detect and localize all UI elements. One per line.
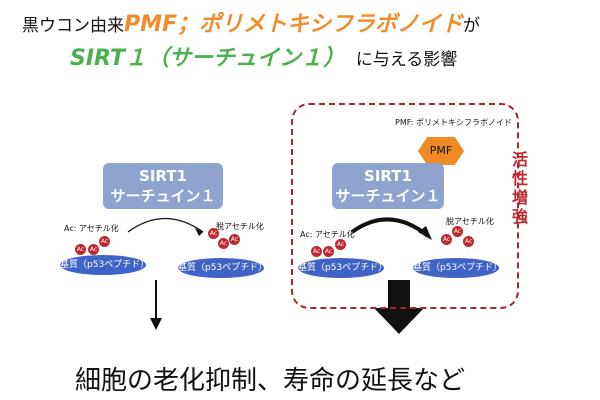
enhance-char: 活	[511, 150, 528, 169]
title-suffix: が	[463, 16, 481, 36]
ac-dot: Ac	[441, 234, 452, 245]
left-substrate-before: 基質（p53ペプチド）	[60, 255, 149, 275]
right-down-arrow	[388, 280, 410, 310]
ac-dot: Ac	[229, 234, 240, 245]
left-ac-label: Ac: アセチル化	[64, 224, 119, 233]
ac-dot: Ac	[463, 236, 474, 247]
left-deacetylation-arrow	[127, 217, 204, 233]
ac-dot: Ac	[88, 244, 99, 255]
left-down-arrowhead	[150, 318, 162, 330]
left-deac-label: 脱アセチル化	[216, 222, 264, 231]
enhance-char: 強	[511, 207, 528, 226]
right-substrate-before: 基質（p53ペプチド）	[298, 258, 387, 278]
right-sirt1-box: SIRT1 サーチュイン１	[332, 163, 444, 209]
right-substrate-after: 基質（p53ペプチド）	[413, 258, 502, 278]
ac-dot: Ac	[99, 236, 110, 247]
enhance-char: 増	[511, 188, 528, 207]
left-sirt1-box: SIRT1 サーチュイン１	[103, 163, 223, 209]
title-effect: に与える影響	[355, 50, 458, 70]
left-substrate-after: 基質（p53ペプチド）	[178, 258, 267, 278]
activity-enhanced-label: 活 性 増 強	[510, 150, 530, 226]
right-ac-label: Ac: アセチル化	[300, 230, 355, 239]
pmf-hexagon: PMF	[418, 137, 464, 165]
left-deacetylation-arrowhead	[195, 228, 203, 236]
title-line-2: SIRT１（サーチュイン１） に与える影響	[70, 40, 457, 72]
ac-dot: Ac	[218, 238, 229, 249]
ac-dot: Ac	[323, 246, 334, 257]
conclusion-text: 細胞の老化抑制、寿命の延長など	[75, 366, 466, 396]
title-sirt: SIRT１（サーチュイン１）	[70, 46, 345, 71]
ac-dot: Ac	[208, 228, 219, 239]
title-pmf: PMF；ポリメトキシフラボノイド	[124, 12, 464, 37]
pmf-definition-label: PMF: ポリメトキシフラボノイド	[395, 118, 512, 127]
ac-dot: Ac	[452, 226, 463, 237]
enhance-char: 性	[511, 169, 528, 188]
title-prefix: 黒ウコン由来	[22, 16, 124, 36]
right-deac-label: 脱アセチル化	[446, 217, 494, 226]
right-down-arrowhead	[374, 308, 424, 334]
pmf-enhanced-panel	[291, 103, 519, 309]
ac-dot: Ac	[311, 246, 322, 257]
left-sirt1-label: SIRT1	[139, 167, 187, 185]
ac-dot: Ac	[335, 239, 346, 250]
title-line-1: 黒ウコン由来PMF；ポリメトキシフラボノイドが	[22, 6, 480, 38]
right-sirtuin-label: サーチュイン１	[335, 187, 441, 205]
right-sirt1-label: SIRT1	[364, 167, 412, 185]
left-sirtuin-label: サーチュイン１	[110, 187, 216, 205]
right-deacetylation-arrowhead	[418, 226, 432, 240]
ac-dot: Ac	[75, 244, 86, 255]
